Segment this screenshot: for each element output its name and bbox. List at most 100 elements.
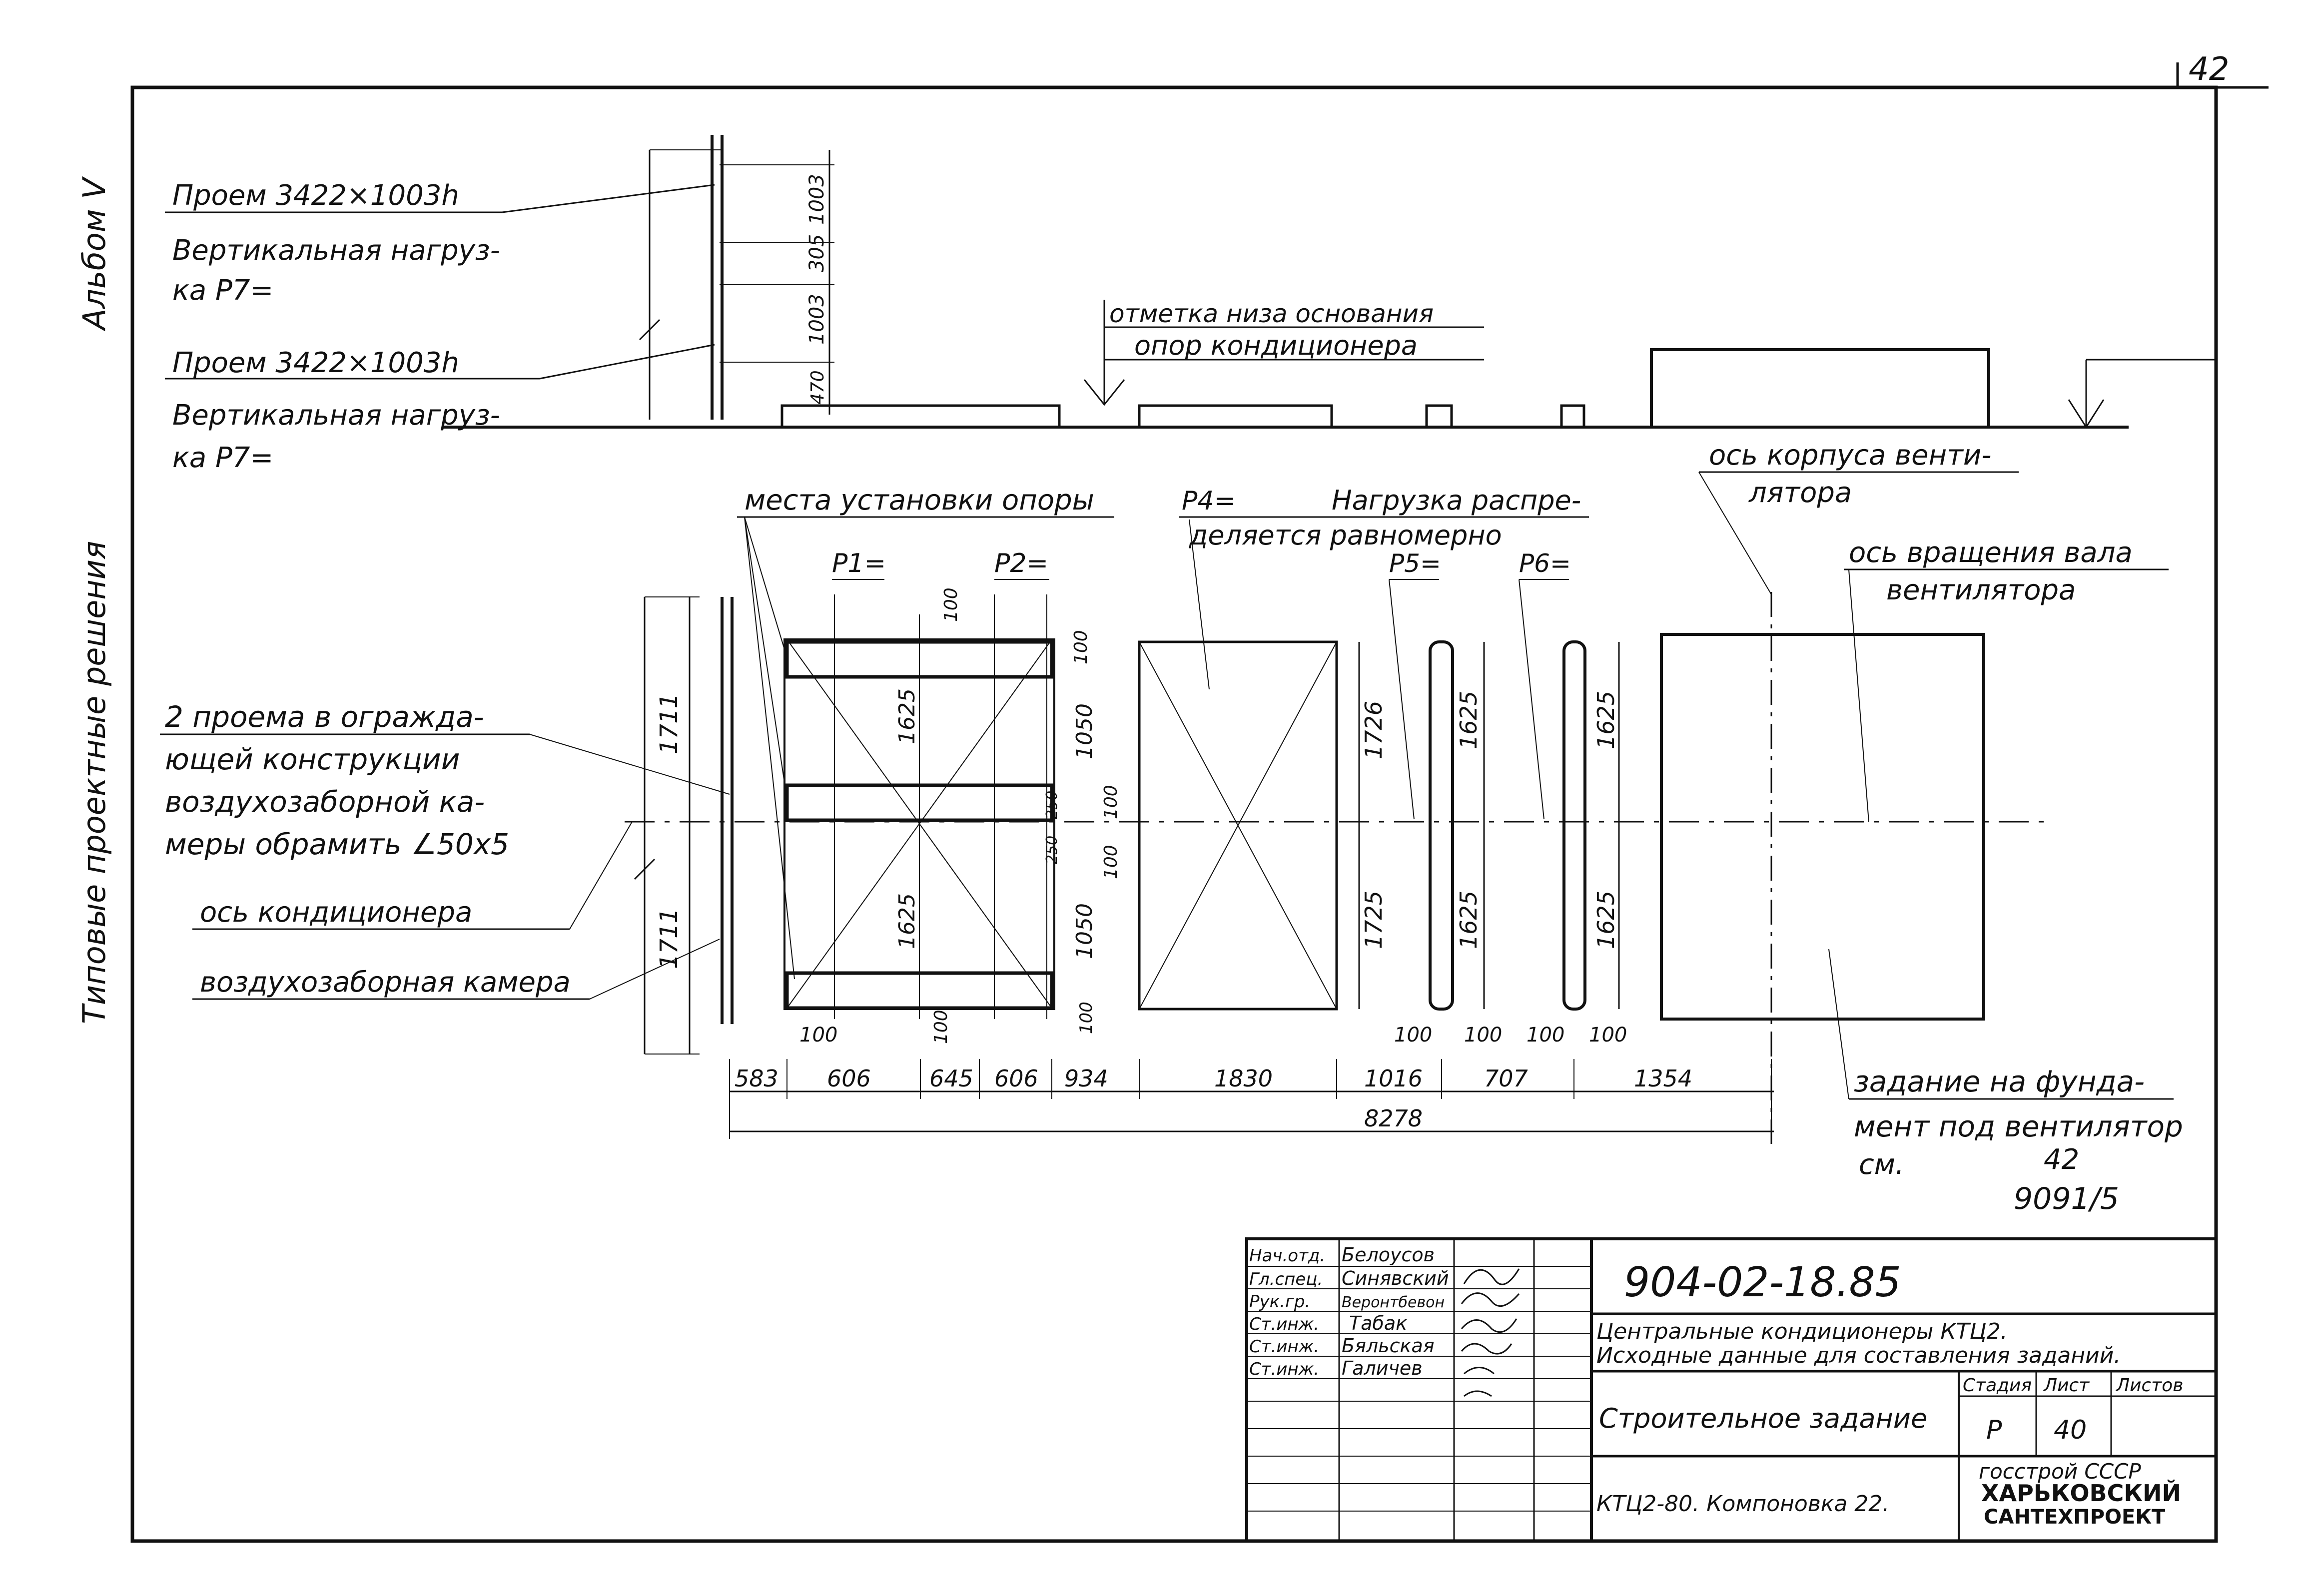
- person-name-1: Синявский: [1342, 1267, 1449, 1289]
- stage-header: Стадия: [1963, 1375, 2032, 1396]
- dim-100-c: 100: [1101, 845, 1121, 879]
- person-role-1: Гл.спец.: [1249, 1269, 1323, 1289]
- document-code: 904-02-18.85: [1624, 1259, 1901, 1306]
- fan-axis-label-b: лятора: [1748, 477, 1852, 509]
- dim-1625-b: 1625: [894, 893, 920, 949]
- shaft-axis-label-b: вентилятора: [1886, 574, 2076, 606]
- conditioner-axis-label: ось кондиционера: [200, 896, 472, 929]
- person-role-5: Ст.инж.: [1249, 1359, 1319, 1379]
- org-line-1: госстрой СССР: [1979, 1459, 2141, 1484]
- dim-250-a: 250: [1043, 791, 1061, 819]
- person-name-4: Бяльская: [1342, 1335, 1435, 1357]
- stage-value: Р: [1986, 1415, 2002, 1445]
- section-dim-1003a: 1003: [805, 174, 828, 225]
- fan-axis-label-a: ось корпуса венти-: [1709, 439, 1991, 472]
- page-number: 42: [2189, 51, 2229, 88]
- p1-label: P1=: [832, 548, 886, 578]
- dim-100-h: 100: [1464, 1024, 1502, 1047]
- person-role-3: Ст.инж.: [1249, 1314, 1319, 1334]
- person-name-2: Веронтбевон: [1342, 1294, 1445, 1311]
- dim-100-j: 100: [1589, 1024, 1627, 1047]
- person-role-2: Рук.гр.: [1249, 1292, 1310, 1312]
- dim-100-bot3: 100: [1076, 1002, 1096, 1034]
- p4-note-b: деляется равномерно: [1189, 520, 1502, 551]
- dim-100-top: 100: [941, 587, 961, 622]
- title-block: [1245, 1237, 2218, 1543]
- section-dim-305: 305: [805, 234, 828, 272]
- chain-dim-707: 707: [1484, 1065, 1528, 1092]
- layout-name: КТЦ2-80. Компоновка 22.: [1596, 1491, 1889, 1517]
- p2-label: P2=: [994, 548, 1048, 578]
- openings-note-d: меры обрамить ∠50x5: [165, 827, 509, 861]
- org-line-2: ХАРЬКОВСКИЙ: [1981, 1480, 2181, 1507]
- dim-left-1711b: 1711: [655, 908, 683, 969]
- dim-1625-a: 1625: [894, 688, 920, 744]
- dim-100-a: 100: [1071, 630, 1091, 664]
- chain-dim-1016: 1016: [1364, 1065, 1423, 1092]
- sheet-frame: [130, 85, 2218, 1543]
- dim-100-i: 100: [1527, 1024, 1564, 1047]
- dim-100-bot2: 100: [931, 1010, 951, 1044]
- base-mark-label-a: отметка низа основания: [1109, 299, 1434, 328]
- shaft-axis-label-a: ось вращения вала: [1849, 536, 2133, 569]
- chain-dim-934: 934: [1064, 1065, 1108, 1092]
- person-role-4: Ст.инж.: [1249, 1337, 1319, 1357]
- dim-100-g: 100: [1394, 1024, 1432, 1047]
- p4-label: P4=: [1182, 486, 1236, 516]
- p4-note-a: Нагрузка распре-: [1332, 485, 1581, 516]
- foundation-note-c: см.: [1859, 1148, 1904, 1181]
- person-name-0: Белоусов: [1342, 1244, 1435, 1266]
- intake-chamber-label: воздухозаборная камера: [200, 966, 571, 999]
- chain-dim-1830: 1830: [1214, 1065, 1273, 1092]
- chain-dim-606b: 606: [994, 1065, 1038, 1092]
- base-mark-label-b: опор кондиционера: [1134, 330, 1418, 361]
- total-dim-8278: 8278: [1364, 1105, 1423, 1132]
- sheet-header: Лист: [2043, 1375, 2090, 1396]
- dim-left-1711: 1711: [655, 693, 683, 754]
- vertical-load-2b: ка P7=: [172, 442, 273, 474]
- person-name-5: Галичев: [1342, 1357, 1423, 1379]
- foundation-ref-2: 9091/5: [2014, 1181, 2119, 1216]
- chain-dim-606a: 606: [827, 1065, 871, 1092]
- side-title: Типовые проектные решения: [76, 541, 112, 1024]
- section-dim-470: 470: [807, 370, 828, 405]
- dim-1726: 1726: [1360, 701, 1387, 759]
- person-role-0: Нач.отд.: [1249, 1246, 1325, 1266]
- openings-note-c: воздухозаборной ка-: [165, 785, 485, 819]
- dim-100-bot1: 100: [799, 1024, 837, 1047]
- openings-note-a: 2 проема в огражда-: [165, 700, 484, 734]
- chain-dim-645: 645: [929, 1065, 973, 1092]
- dim-1725: 1725: [1360, 891, 1387, 949]
- person-name-3: Табак: [1349, 1312, 1407, 1334]
- dim-1050-a: 1050: [1072, 703, 1097, 759]
- dim-1050-b: 1050: [1072, 903, 1097, 959]
- chain-dim-583: 583: [735, 1065, 778, 1092]
- plan-view: [625, 592, 2049, 1144]
- p6-label: P6=: [1519, 549, 1571, 578]
- dim-1625-f: 1625: [1592, 891, 1619, 949]
- dim-1625-d: 1625: [1455, 891, 1482, 949]
- foundation-note-a: задание на фунда-: [1854, 1064, 2145, 1098]
- section-view: 1003 305 1003 470: [442, 135, 2216, 429]
- foundation-ref-1: 42: [2044, 1143, 2079, 1176]
- vertical-load-1a: Вертикальная нагруз-: [172, 234, 500, 267]
- p5-label: P5=: [1389, 549, 1441, 578]
- sheet-number: 40: [2054, 1415, 2087, 1445]
- dim-1625-e: 1625: [1592, 691, 1619, 749]
- org-line-3: САНТЕХПРОЕКТ: [1984, 1506, 2166, 1529]
- sheets-header: Листов: [2115, 1375, 2183, 1396]
- section-dim-1003b: 1003: [805, 294, 828, 345]
- side-album-label: Альбом V: [76, 176, 112, 332]
- vertical-load-1b: ка P7=: [172, 274, 273, 307]
- document-description-2: Исходные данные для составления заданий.: [1596, 1343, 2121, 1368]
- opening-label-1: Проем 3422×1003h: [172, 179, 459, 212]
- dim-1625-c: 1625: [1455, 691, 1482, 749]
- support-places-label: места установки опоры: [745, 484, 1094, 517]
- dim-100-b: 100: [1101, 785, 1121, 819]
- vertical-load-2a: Вертикальная нагруз-: [172, 399, 500, 432]
- document-description-1: Центральные кондиционеры КТЦ2.: [1596, 1319, 2008, 1344]
- chain-dim-1354: 1354: [1634, 1065, 1692, 1092]
- foundation-note-b: мент под вентилятор: [1854, 1109, 2183, 1143]
